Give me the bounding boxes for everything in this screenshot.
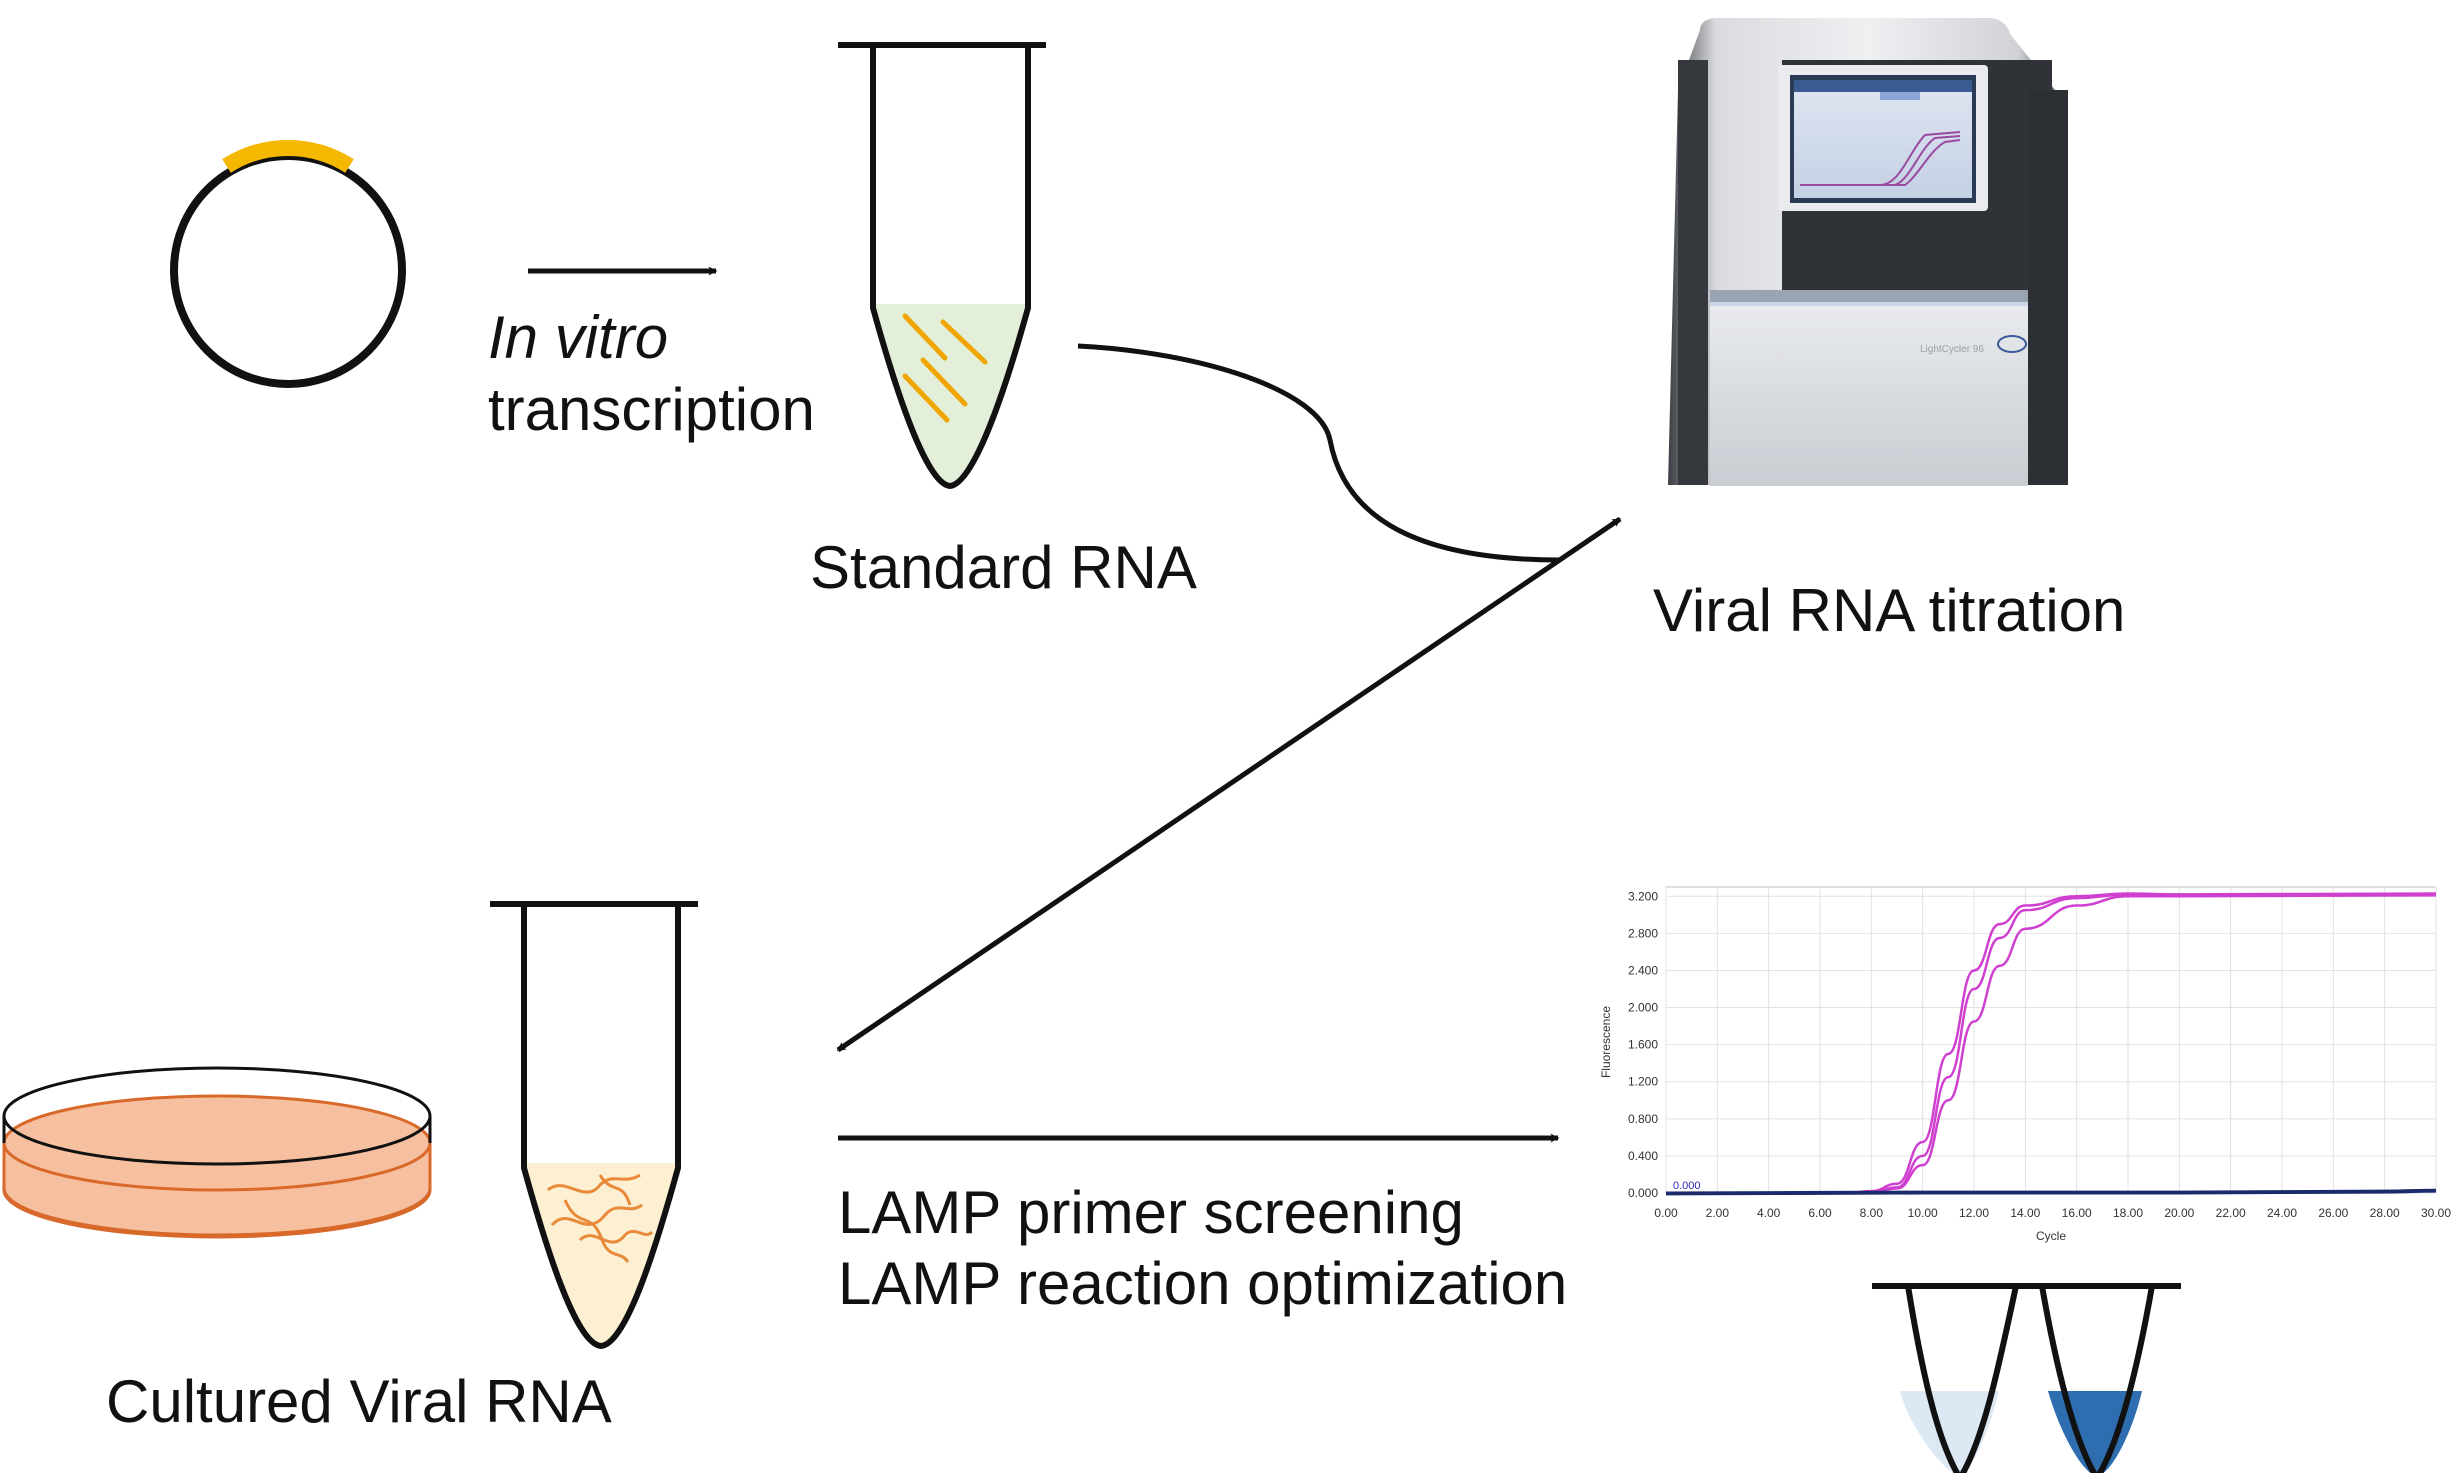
cultured-viral-rna-label: Cultured Viral RNA: [106, 1368, 612, 1435]
chart-x-tick-label: 6.00: [1808, 1206, 1832, 1220]
chart-y-tick-label: 0.400: [1628, 1149, 1658, 1163]
chart-x-tick-label: 0.00: [1654, 1206, 1678, 1220]
bidirectional-arrow: [836, 516, 1622, 1053]
chart-x-tick-label: 22.00: [2216, 1206, 2246, 1220]
chart-threshold-label: 0.000: [1673, 1180, 1701, 1192]
chart-y-tick-label: 3.200: [1628, 889, 1658, 903]
chart-x-tick-label: 24.00: [2267, 1206, 2297, 1220]
standard-rna-label: Standard RNA: [810, 534, 1197, 601]
standard-rna-tube-icon: [838, 42, 1046, 490]
chart-y-axis-label: Fluorescence: [1599, 1006, 1613, 1078]
chart-y-tick-label: 1.600: [1628, 1038, 1658, 1052]
chart-x-tick-label: 20.00: [2164, 1206, 2194, 1220]
chart-y-tick-label: 0.800: [1628, 1112, 1658, 1126]
chart-x-tick-label: 28.00: [2370, 1206, 2400, 1220]
chart-plot-area: [1665, 886, 2437, 1194]
lamp-primer-screening-label: LAMP primer screening: [838, 1179, 1464, 1246]
chart-x-tick-label: 18.00: [2113, 1206, 2143, 1220]
cultured-rna-tube-icon: [490, 901, 698, 1350]
chart-y-tick-label: 2.000: [1628, 1001, 1658, 1015]
lamp-result-tubes-icon: [1872, 1283, 2181, 1478]
amplification-chart: 0.000 0.400 0.800 1.200 1.600 2.000 2.400 2.800…: [1599, 886, 2451, 1243]
chart-series-line: [1665, 1189, 2437, 1196]
chart-y-tick-label: 2.400: [1628, 963, 1658, 977]
chart-y-tick-label: 1.200: [1628, 1075, 1658, 1089]
chart-x-tick-label: 12.00: [1959, 1206, 1989, 1220]
lamp-reaction-optimization-label: LAMP reaction optimization: [838, 1250, 1568, 1317]
chart-x-tick-label: 2.00: [1706, 1206, 1730, 1220]
chart-x-tick-label: 30.00: [2421, 1206, 2451, 1220]
standard-to-titration-curve: [1077, 343, 1561, 563]
plasmid-icon: [170, 140, 406, 388]
chart-y-tick-label: 0.000: [1628, 1186, 1658, 1200]
chart-x-tick-label: 14.00: [2010, 1206, 2040, 1220]
viral-rna-titration-label: Viral RNA titration: [1653, 577, 2126, 644]
chart-x-tick-label: 8.00: [1860, 1206, 1884, 1220]
svg-text:LightCycler 96: LightCycler 96: [1920, 344, 1984, 355]
petri-dish-icon: [2, 1066, 432, 1239]
in-vitro-label: In vitro: [488, 304, 669, 371]
chart-x-tick-label: 26.00: [2318, 1206, 2348, 1220]
chart-y-tick-label: 2.800: [1628, 926, 1658, 940]
real-time-pcr-instrument-icon: LightCycler 96: [1668, 18, 2068, 486]
chart-x-tick-label: 4.00: [1757, 1206, 1781, 1220]
chart-x-tick-label: 16.00: [2062, 1206, 2092, 1220]
chart-x-axis-label: Cycle: [2036, 1229, 2066, 1243]
transcription-label: transcription: [488, 376, 815, 443]
chart-x-tick-label: 10.00: [1908, 1206, 1938, 1220]
